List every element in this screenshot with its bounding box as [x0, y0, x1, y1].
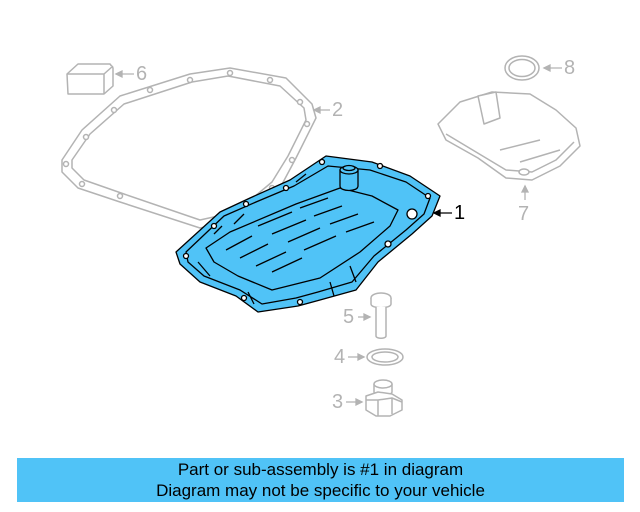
part-7-filter	[437, 91, 581, 181]
callout-7: 7	[518, 203, 530, 225]
callout-1: 1	[454, 202, 466, 224]
part-4-seal	[366, 348, 404, 366]
part-3-drain-plug	[365, 379, 403, 417]
info-banner: Part or sub-assembly is #1 in diagram Di…	[17, 458, 624, 502]
callout-5: 5	[343, 306, 355, 328]
callout-4: 4	[334, 346, 346, 368]
callout-6: 6	[136, 63, 148, 85]
part-2-gasket	[61, 67, 317, 229]
part-5-bolt	[370, 292, 392, 339]
banner-line-2: Diagram may not be specific to your vehi…	[156, 481, 485, 500]
callout-2: 2	[332, 99, 344, 121]
callout-8: 8	[564, 57, 576, 79]
parts-diagram	[61, 55, 581, 417]
part-6-block	[66, 63, 114, 95]
leader-lines	[114, 63, 562, 407]
part-8-oring	[504, 55, 540, 81]
part-1-oil-pan	[175, 155, 441, 313]
banner-line-1: Part or sub-assembly is #1 in diagram	[177, 460, 464, 479]
callout-3: 3	[332, 391, 344, 413]
